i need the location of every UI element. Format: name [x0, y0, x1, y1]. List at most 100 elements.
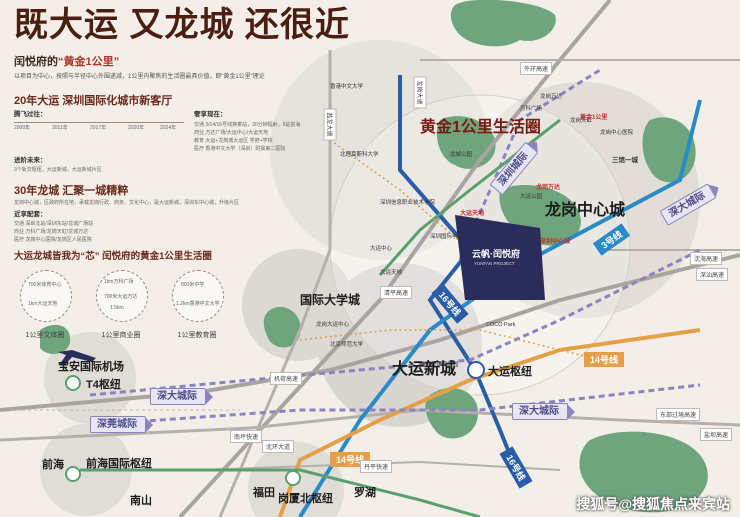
circle-label-education: 1公里教育圈: [177, 332, 217, 339]
luohu-label: 罗湖: [354, 487, 376, 499]
intercity-line-1: [89, 248, 701, 397]
t4-hub-label: T4枢纽: [86, 379, 121, 391]
golden-ring-label: 黄金1公里生活圈: [420, 119, 541, 136]
intercity-line-2: [89, 383, 701, 427]
gangxia-hub-marker: [285, 470, 301, 486]
dayun-hub-label: 大运枢纽: [488, 366, 532, 378]
intl-university-label: 国际大学城: [300, 293, 361, 307]
near-item: 商业 万科广场/龙岗天虹/龙城万达: [14, 229, 89, 235]
support-item: 教育 大运+龙岗城大运区 学府+学校: [194, 138, 273, 144]
park-southeast: [579, 431, 708, 513]
timeline-year-1: 2000年: [14, 125, 31, 131]
support-item: 商业 万达广场/大运中心/大运天地: [194, 130, 269, 136]
future-label: 进阶未来：: [14, 157, 47, 164]
road-tag: 北环大道: [262, 440, 295, 453]
rail-dotted-2: [329, 139, 471, 251]
qianhai-hub-marker: [65, 466, 81, 482]
circle-education: [172, 270, 224, 322]
park-north: [450, 0, 556, 47]
near-label: 近享配套：: [14, 211, 47, 218]
red-poi: 深圳中心城: [540, 239, 571, 245]
poi: 大运中心: [370, 246, 393, 252]
timeline-year-2: 2011年: [52, 125, 68, 131]
intercity-line-3: [458, 68, 601, 261]
green-line: [80, 468, 481, 517]
longgang-center-label: 龙岗中心城: [545, 202, 626, 219]
timeline-year-5: 2024年: [160, 125, 177, 131]
dayun-new-city-label: 大运新城: [392, 361, 457, 378]
road-tag: 机荷高速: [270, 372, 303, 385]
road-tag: 外环高速: [520, 62, 553, 75]
circle-inner: 700米大运万达: [104, 294, 138, 300]
project-subname: YUNFAN PROJECT: [474, 261, 515, 266]
road-tag: 丹平快速: [360, 460, 393, 473]
intro-text: 以项目为中心，按照与半径中心外围递减，1公里内聚焦的生活圈最具价值，即“黄金1公…: [14, 74, 265, 80]
ribbon-shenda-intercity-1: 深大城际: [150, 388, 213, 405]
metro-14-tag-east: 14号线: [584, 352, 625, 367]
subhead-prefix: 闰悦府的: [14, 56, 58, 68]
qianhai-hub-label: 前海国际枢纽: [86, 458, 152, 470]
park-airport: [40, 324, 71, 354]
park-university: [263, 306, 301, 348]
t4-hub-marker: [65, 375, 81, 391]
poi: 龙岗万达: [540, 94, 563, 100]
near-item: 交通 深圳北站/深圳东站/龙城广场站: [14, 221, 94, 227]
timeline-axis: [14, 122, 184, 123]
project-name: 云帆·闰悦府: [472, 249, 520, 259]
gangxia-hub-label: 岗厦北枢纽: [278, 493, 333, 505]
poi: 龙城公园: [450, 152, 473, 158]
timeline-label: 腾飞过往：: [14, 111, 47, 118]
near-item: 医疗 龙岗中心医院/龙岗区人民医院: [14, 237, 92, 243]
park-south: [425, 387, 479, 439]
road-tag: 深汕高速: [696, 268, 729, 281]
section-20-title: 20年大运 深圳国际化城市新客厅: [14, 95, 173, 107]
red-poi: 大运天地: [460, 211, 485, 217]
poi: 香港中文大学: [330, 84, 364, 90]
support-item: 医疗 香港中文大学（深圳）附属第二医院: [194, 146, 286, 152]
road-tag: 沈海高速: [690, 252, 723, 265]
section-30-title: 30年龙城 汇聚一城精粹: [14, 185, 129, 197]
poi: 万科广场: [520, 106, 543, 112]
poi: 深圳国际学校: [430, 234, 464, 240]
circle-inner: 1km大运天地: [28, 301, 58, 307]
rail-dotted: [299, 329, 601, 361]
futian-label: 福田: [253, 487, 275, 499]
circle-sports: [20, 270, 72, 322]
red-poi: 黄金1公里: [580, 115, 608, 121]
circle-inner: 1km万科广场: [104, 279, 134, 285]
airport-label: 宝安国际机场: [58, 361, 124, 373]
subhead: 闰悦府的“黄金1公里”: [14, 57, 119, 68]
ribbon-shenguan-intercity: 深莞城际: [90, 416, 153, 433]
district-zone-north: [270, 40, 490, 260]
poi: 北理莫斯科大学: [340, 152, 379, 158]
subhead-highlight: “黄金1公里”: [58, 56, 120, 68]
qianhai-label: 前海: [42, 459, 64, 471]
circle-inner: 800米中学: [181, 282, 205, 288]
circle-inner: 1.2km香港中文大学: [176, 301, 220, 307]
poi: 神仙岭体育公园: [420, 362, 459, 368]
road-longgang-avenue: [178, 0, 612, 517]
sandi-label: 三馆一城: [612, 157, 638, 164]
poi: 龙岗天虹: [570, 118, 593, 124]
road-tag: 南坪快速: [230, 430, 263, 443]
road-yanlong: [218, 50, 332, 517]
road-tag: 龙岗大道: [413, 76, 427, 109]
watermark: 搜狐号@搜狐焦点来宾站: [576, 496, 730, 512]
support-item: 交通 3/14/16号线换乘站，30分钟辐射，9站前海: [194, 122, 301, 128]
poi: 大运公园: [520, 194, 543, 200]
metro-16-north: [398, 75, 472, 252]
road-tag: 盐坝高速: [700, 428, 733, 441]
circle-label-commerce: 1公里商业圈: [101, 332, 141, 339]
project-block: [455, 215, 545, 300]
poi: 龙岗大运中心: [316, 322, 350, 328]
airplane-icon: [58, 350, 96, 366]
section-golden-title: 大运龙城皆我为“芯” 闰悦府的黄金1公里生活圈: [14, 251, 212, 262]
red-poi: 龙岗万达: [536, 185, 561, 191]
poi: 北京师范大学: [330, 342, 364, 348]
nanshan-label: 南山: [130, 495, 152, 507]
future-text: 3个轨交枢纽，大运新城，大运新城片区: [14, 167, 102, 173]
poi: 大运天地: [380, 270, 403, 276]
poi: 深圳信息职业技术学院: [380, 200, 436, 206]
ribbon-shenda-intercity-2: 深大城际: [512, 403, 575, 420]
